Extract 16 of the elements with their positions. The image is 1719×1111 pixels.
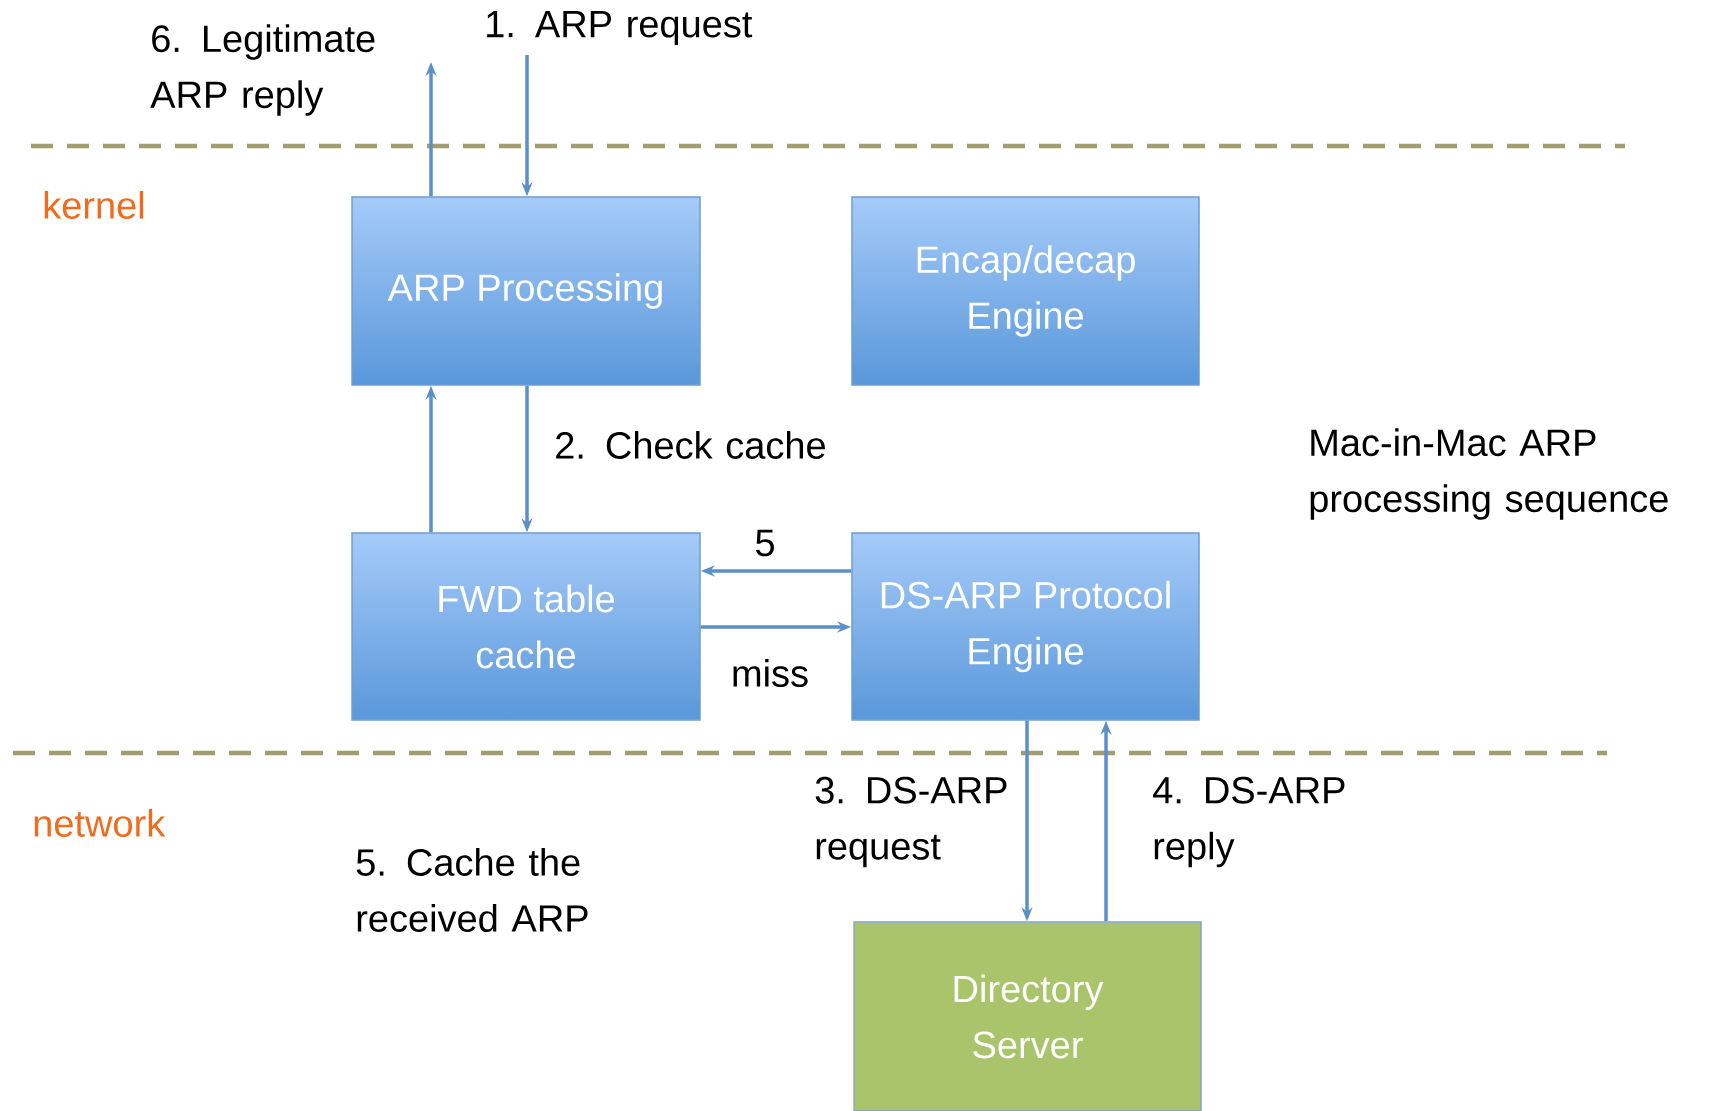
server-box: Directory Server — [853, 921, 1202, 1111]
title-text: Mac-in-Mac ARP processing sequence — [1310, 428, 1668, 520]
note-text: 5. Cache the received ARP — [356, 848, 588, 932]
edge-label: 2. Check cache — [556, 431, 825, 459]
edge-label: 5 — [755, 529, 774, 557]
edge-label: miss — [733, 659, 808, 687]
process-box: FWD table cache — [351, 532, 701, 721]
process-box: ARP Processing — [351, 196, 701, 386]
process-box: DS-ARP Protocol Engine — [851, 532, 1200, 721]
edge-label: 4. DS-ARP reply — [1153, 776, 1345, 868]
process-box: Encap/decap Engine — [851, 196, 1200, 386]
layer-label: kernel — [44, 191, 144, 219]
edge-label: 3. DS-ARP request — [815, 776, 1007, 868]
edge-label: 6. Legitimate ARP reply — [150, 24, 375, 116]
edge-label: 1. ARP request — [487, 11, 753, 45]
layer-label: network — [34, 809, 166, 837]
